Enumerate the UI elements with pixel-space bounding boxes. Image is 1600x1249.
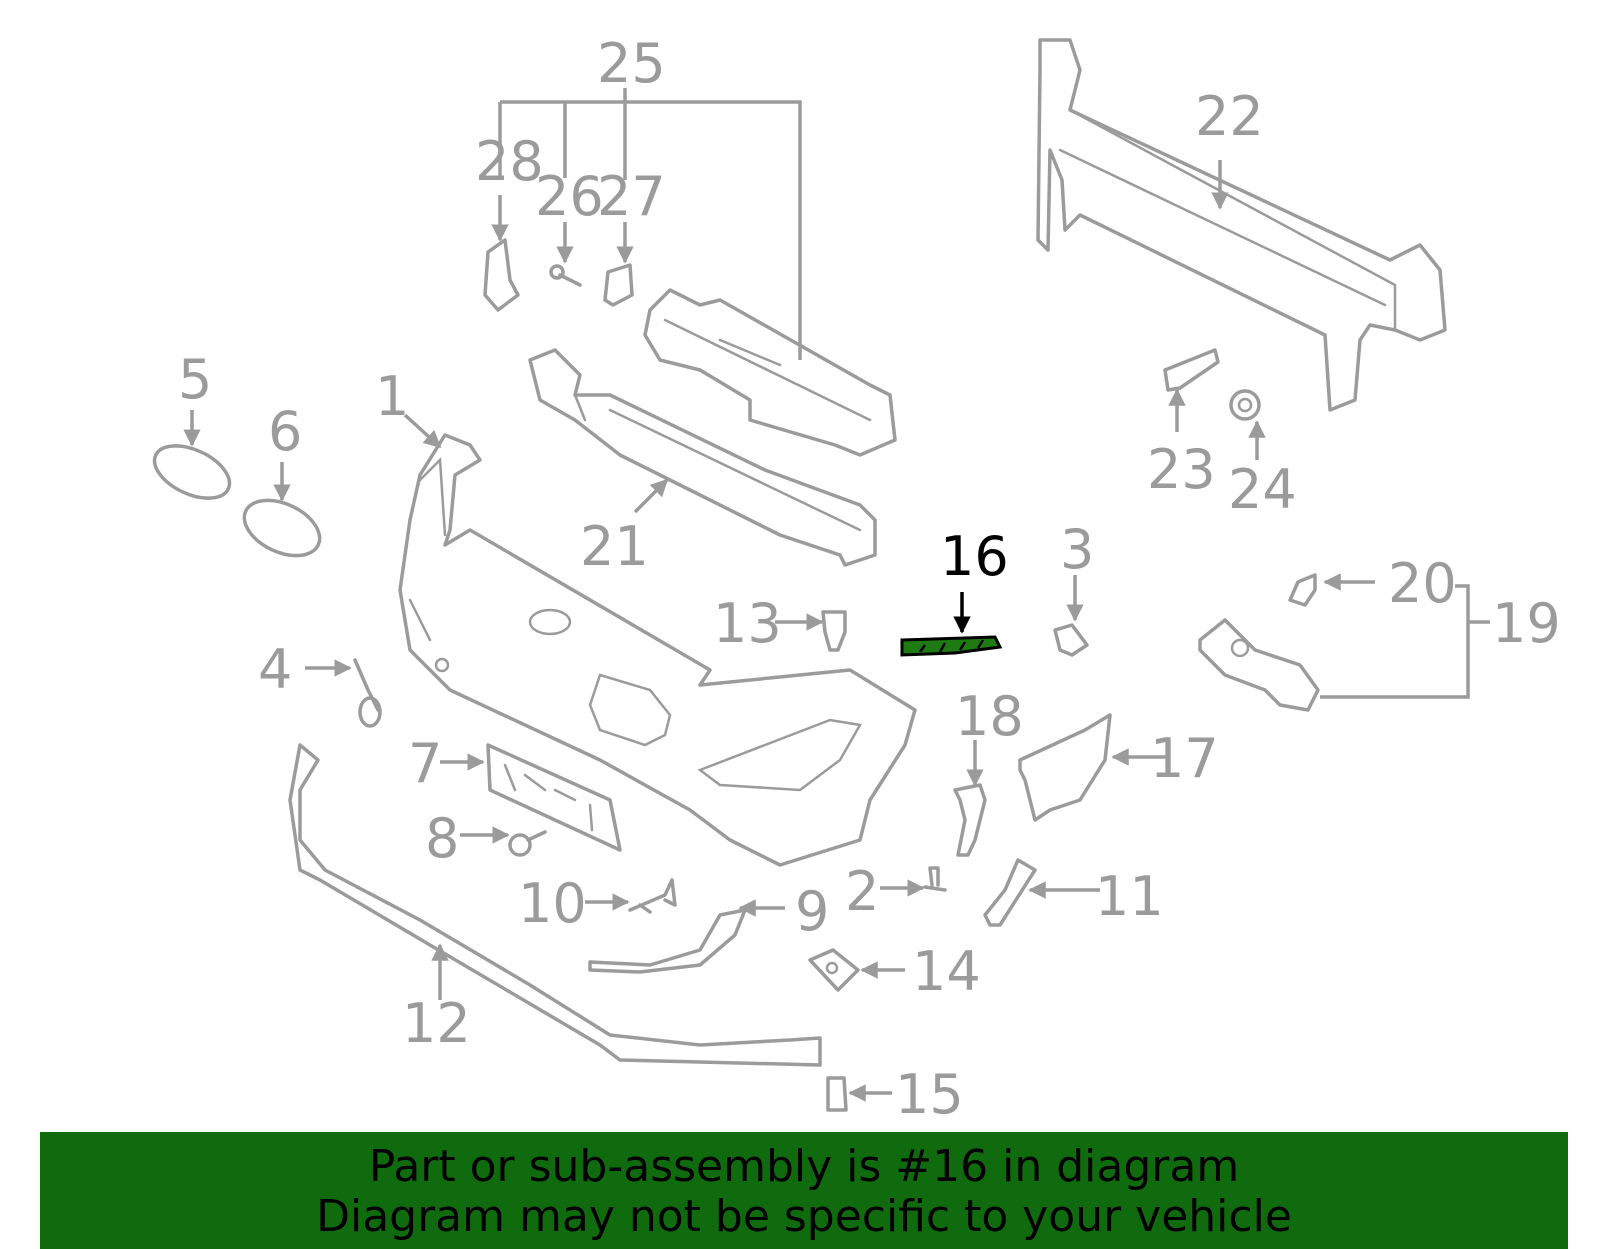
part-18-bracket[interactable] (953, 783, 987, 857)
part-6-emblem[interactable] (236, 489, 329, 566)
part-13-bolt[interactable] (821, 610, 847, 652)
part-2-clip[interactable] (923, 866, 947, 892)
callout-14: 14 (912, 940, 981, 1003)
callout-3: 3 (1060, 518, 1094, 581)
banner-line-2: Diagram may not be specific to your vehi… (316, 1191, 1292, 1242)
part-26-clip[interactable] (549, 264, 582, 287)
callout-2: 2 (845, 860, 879, 923)
part-16-highlighted[interactable] (900, 635, 1003, 657)
callout-18: 18 (955, 685, 1024, 748)
callout-22: 22 (1195, 85, 1264, 148)
callout-25-bracket (498, 88, 802, 360)
callout-1: 1 (375, 365, 409, 428)
callout-17: 17 (1150, 727, 1219, 790)
callout-9: 9 (795, 880, 829, 943)
callout-19-bracket (1320, 584, 1490, 699)
callout-24: 24 (1228, 458, 1297, 521)
part-28-bracket[interactable] (483, 238, 520, 312)
callout-15: 15 (895, 1063, 964, 1126)
callout-5: 5 (178, 348, 212, 411)
callout-27: 27 (597, 165, 666, 228)
part-4-bracket[interactable] (353, 658, 382, 728)
part-12-lower-molding[interactable] (288, 743, 822, 1067)
callout-26: 26 (535, 165, 604, 228)
part-upper-absorber[interactable] (643, 288, 897, 457)
callout-8: 8 (425, 807, 459, 870)
banner-line-1: Part or sub-assembly is #16 in diagram (368, 1141, 1240, 1192)
part-10-screw[interactable] (628, 878, 677, 914)
part-3-clip[interactable] (1053, 623, 1089, 657)
callout-12: 12 (402, 992, 471, 1055)
part-17-bracket[interactable] (1018, 713, 1112, 822)
part-24-nut[interactable] (1229, 389, 1261, 421)
callout-13: 13 (713, 592, 782, 655)
callout-23: 23 (1147, 438, 1216, 501)
part-7-license-bracket[interactable] (486, 743, 622, 852)
part-27-nut[interactable] (603, 263, 634, 307)
callout-11: 11 (1095, 865, 1164, 928)
part-1-bumper-cover[interactable] (398, 433, 917, 867)
callout-4: 4 (258, 638, 292, 701)
callout-labels: 1 2 3 4 5 6 7 8 9 10 11 12 13 14 15 16 1… (178, 32, 1561, 1126)
part-15-plug[interactable] (826, 1076, 848, 1112)
info-banner: Part or sub-assembly is #16 in diagram D… (40, 1132, 1568, 1249)
part-9-molding[interactable] (588, 908, 747, 974)
callout-28: 28 (475, 130, 544, 193)
leader-arrows (183, 160, 1375, 1102)
callout-25: 25 (597, 32, 666, 95)
part-23-bolt[interactable] (1163, 348, 1220, 392)
part-21-energy-absorber[interactable] (528, 348, 877, 567)
part-5-emblem[interactable] (146, 435, 237, 509)
callout-20: 20 (1388, 552, 1457, 615)
callout-10: 10 (518, 872, 587, 935)
part-14-nut[interactable] (808, 948, 860, 992)
callout-7: 7 (408, 732, 442, 795)
callout-21: 21 (580, 515, 649, 578)
callout-16: 16 (940, 525, 1009, 588)
part-20-pin[interactable] (1288, 573, 1317, 607)
callout-19: 19 (1492, 592, 1561, 655)
part-8-clip[interactable] (508, 830, 547, 857)
callout-6: 6 (268, 400, 302, 463)
part-22-bumper-beam[interactable] (1036, 38, 1447, 412)
part-19-bracket[interactable] (1198, 618, 1320, 712)
part-11-bracket[interactable] (983, 858, 1037, 927)
